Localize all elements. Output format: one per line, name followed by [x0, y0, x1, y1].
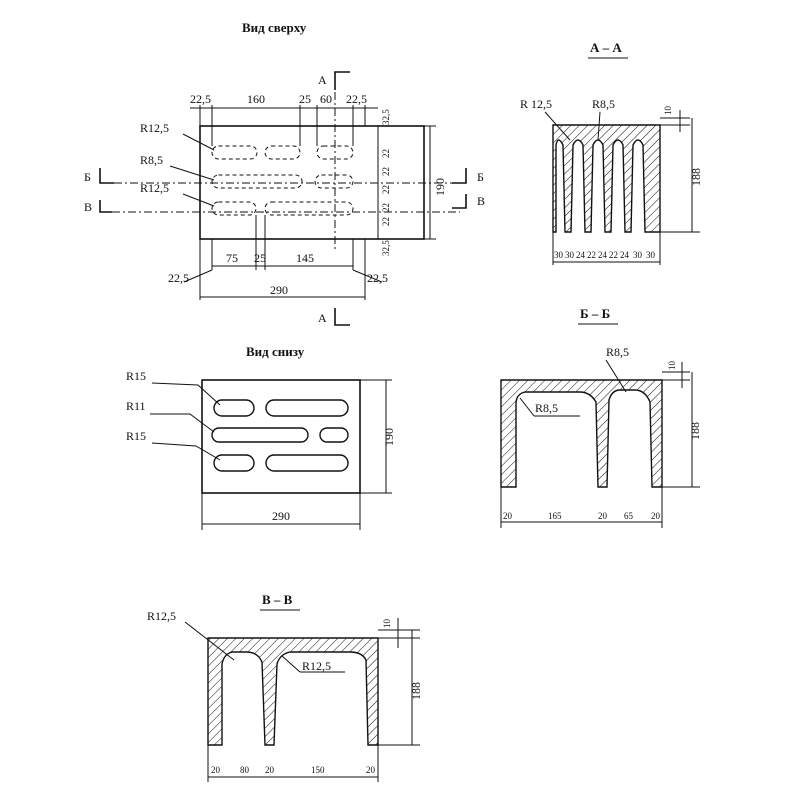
radius-label: R15 [126, 429, 146, 443]
slot [264, 145, 301, 160]
dim-width: 290 [272, 509, 290, 523]
bottom-view-outline [201, 379, 361, 494]
dim-bottom: 24 [576, 250, 586, 260]
slot [213, 454, 255, 472]
dim-bottom: 20 [265, 765, 275, 775]
dim-width: 290 [270, 283, 288, 297]
radius-label: R11 [126, 399, 146, 413]
dim-height: 190 [382, 428, 396, 446]
slot [211, 145, 258, 160]
radius-label: R8,5 [535, 401, 558, 415]
radius-label: R15 [126, 369, 146, 383]
section-mark-b-right: Б [477, 170, 484, 184]
section-vv-shape [207, 637, 379, 746]
section-bb: Б – Б R8,5 R8,5 10 188 20 165 20 65 20 [500, 306, 702, 528]
dim-bottom: 150 [311, 765, 325, 775]
bottom-view: Вид снизу R15 R11 R15 190 290 [126, 344, 396, 530]
dim-right-small: 22 [381, 167, 391, 176]
dim-bottom: 22 [587, 250, 596, 260]
dim-top-4: 60 [320, 92, 332, 106]
dim-height: 188 [409, 682, 423, 700]
radius-label: R12,5 [140, 121, 169, 135]
dim-bottom-inner: 25 [254, 251, 266, 265]
dim-bottom: 20 [651, 511, 661, 521]
slot [213, 399, 255, 417]
dim-top-1: 22,5 [190, 92, 211, 106]
dim-right-small: 32,5 [381, 109, 391, 125]
dim-bottom: 20 [211, 765, 221, 775]
dim-height: 188 [689, 168, 703, 186]
section-mark-a-top: А [318, 73, 327, 87]
radius-label: R12,5 [147, 609, 176, 623]
dim-right-small: 32,5 [381, 240, 391, 256]
section-mark-b-left: Б [84, 170, 91, 184]
slot [319, 427, 349, 443]
section-vv: В – В R12,5 R12,5 10 188 20 80 20 150 20 [147, 592, 423, 782]
slot [265, 399, 349, 417]
dim-top-3: 25 [299, 92, 311, 106]
dim-top-2: 160 [247, 92, 265, 106]
radius-label: R12,5 [302, 659, 331, 673]
dim-bottom-inner: 75 [226, 251, 238, 265]
dim-bottom: 30 [646, 250, 656, 260]
section-bb-title: Б – Б [580, 306, 610, 321]
dim-right-small: 22 [381, 149, 391, 158]
dim-bottom: 80 [240, 765, 250, 775]
radius-label: R8,5 [140, 153, 163, 167]
section-vv-title: В – В [262, 592, 293, 607]
dim-bottom: 165 [548, 511, 562, 521]
dim-bottom: 30 [565, 250, 575, 260]
section-mark-v-left: В [84, 200, 92, 214]
section-mark-v-right: В [477, 194, 485, 208]
dims-bottom: 30 30 24 22 24 22 24 30 30 [554, 250, 656, 260]
dim-bottom: 30 [633, 250, 643, 260]
dim-bottom: 20 [503, 511, 513, 521]
dim-bottom: 20 [598, 511, 608, 521]
radius-label: R 12,5 [520, 97, 552, 111]
dim-right-small: 22 [381, 217, 391, 226]
dim-right-small: 22 [381, 185, 391, 194]
dim-bottom: 20 [366, 765, 376, 775]
dim-top: 10 [663, 106, 673, 116]
section-aa-title: А – А [590, 40, 622, 55]
radius-label: R8,5 [606, 345, 629, 359]
dim-bottom-right: 22,5 [367, 271, 388, 285]
dim-bottom: 24 [620, 250, 630, 260]
section-mark-a-bottom: А [318, 311, 327, 325]
slot [211, 427, 309, 443]
radius-label: R8,5 [592, 97, 615, 111]
bottom-view-title: Вид снизу [246, 344, 305, 359]
dim-height: 190 [433, 178, 447, 196]
section-aa: А – А R 12,5 R8,5 10 188 30 30 24 22 24 … [520, 40, 703, 265]
slot [211, 201, 257, 216]
section-bb-shape [500, 379, 663, 488]
dim-top: 10 [667, 361, 677, 371]
dim-right-small: 22 [381, 203, 391, 212]
dim-top-5: 22,5 [346, 92, 367, 106]
dim-bottom-inner: 145 [296, 251, 314, 265]
dim-bottom: 22 [609, 250, 618, 260]
top-view: Вид сверху 22,5 160 25 60 22,5 А А [84, 20, 485, 326]
section-aa-shape [552, 124, 661, 233]
dim-bottom: 24 [598, 250, 608, 260]
top-view-title: Вид сверху [242, 20, 307, 35]
slot [211, 174, 303, 189]
dim-top: 10 [382, 619, 392, 629]
radius-label: R12,5 [140, 181, 169, 195]
dim-bottom: 65 [624, 511, 634, 521]
slot [314, 174, 354, 189]
dim-height: 188 [688, 422, 702, 440]
dim-bottom-left: 22,5 [168, 271, 189, 285]
dim-bottom: 30 [554, 250, 564, 260]
slot [264, 201, 354, 216]
slot [265, 454, 349, 472]
